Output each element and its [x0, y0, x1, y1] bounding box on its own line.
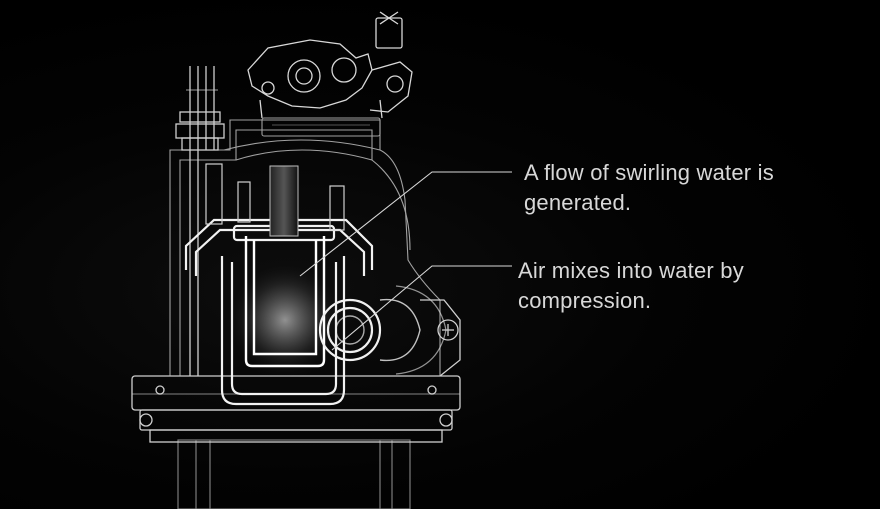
- right-bolt: [420, 299, 461, 377]
- callout-air-compression-line1: Air mixes into water by: [518, 258, 744, 283]
- callout-swirling-water-line1: A flow of swirling water is: [524, 160, 774, 185]
- air-inlet-ring: [318, 285, 447, 375]
- callout-swirling-water: A flow of swirling water is generated.: [524, 158, 774, 218]
- inner-cup: [205, 163, 345, 380]
- lower-column: [177, 439, 411, 509]
- callout-air-compression: Air mixes into water by compression.: [518, 256, 744, 316]
- base-flange: [131, 375, 461, 443]
- leader-line-swirl: [299, 171, 512, 277]
- outer-housing: [169, 117, 441, 376]
- leader-line-air: [331, 265, 512, 351]
- left-pipes: [175, 66, 225, 376]
- leader-lines: [299, 171, 512, 351]
- callout-swirling-water-line2: generated.: [524, 190, 632, 215]
- top-fittings: [247, 11, 413, 119]
- callout-air-compression-line2: compression.: [518, 288, 652, 313]
